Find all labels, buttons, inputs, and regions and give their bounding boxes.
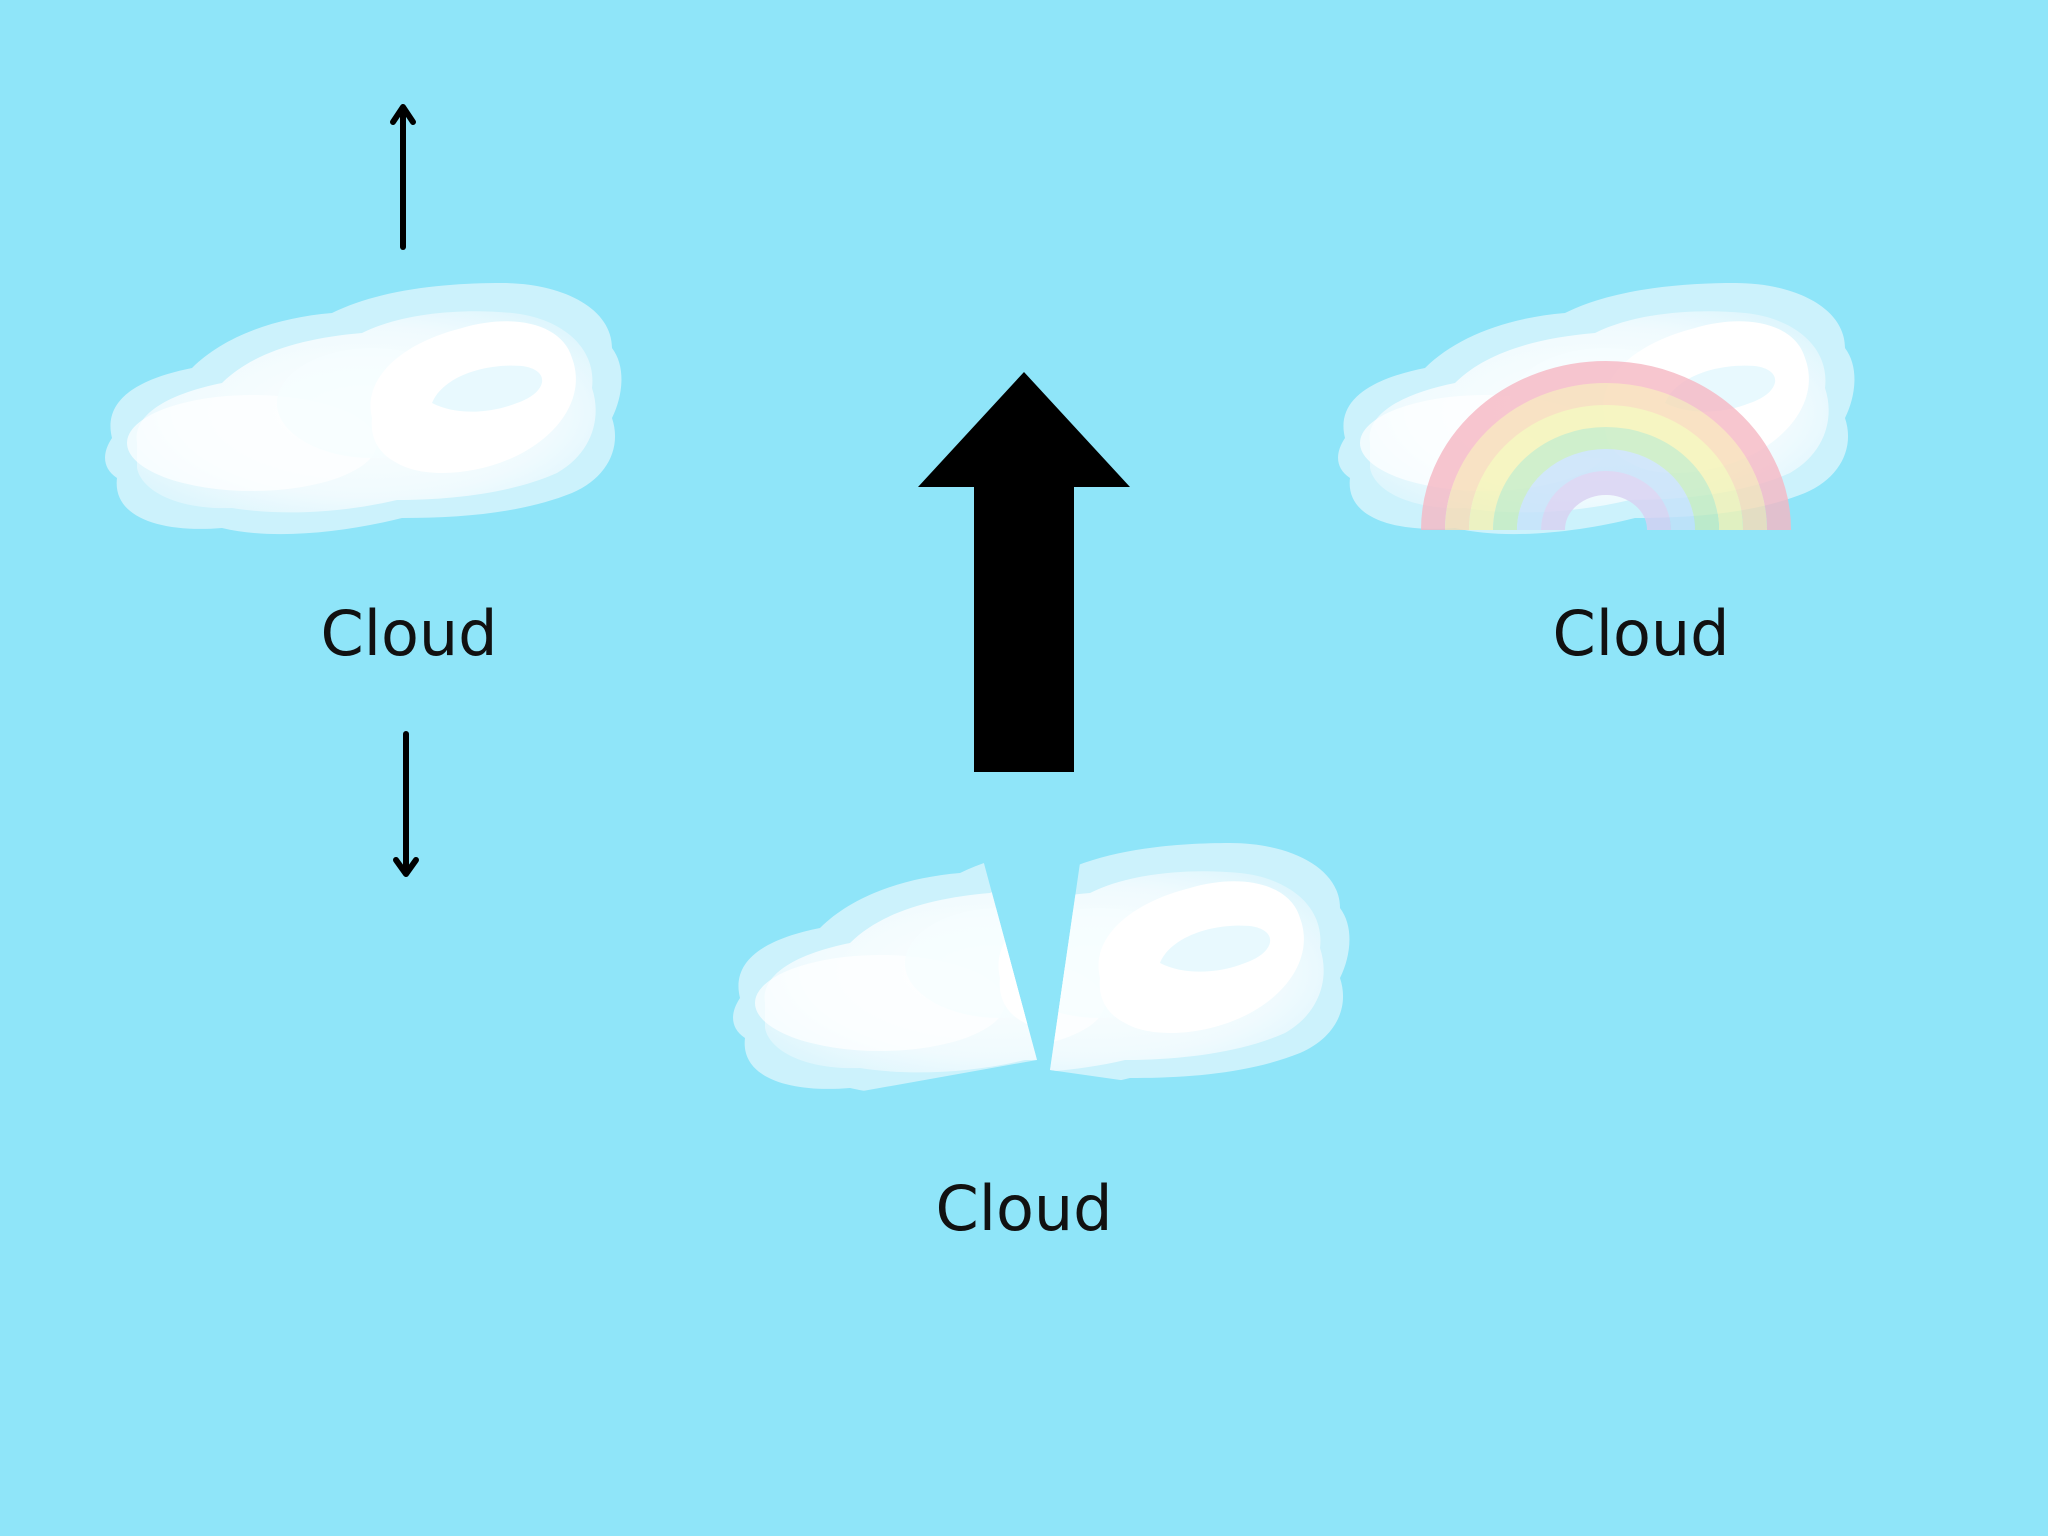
arrow-up-icon — [390, 104, 416, 250]
cloud-label-top-left: Cloud — [320, 597, 498, 670]
cloud-icon — [105, 283, 622, 535]
cloud-label-bottom-center: Cloud — [935, 1172, 1113, 1245]
arrow-down-icon — [393, 731, 419, 877]
rainbow-icon — [1421, 361, 1791, 531]
cloud-label-top-right: Cloud — [1552, 597, 1730, 670]
arrow-up-icon — [918, 372, 1130, 772]
cloud-icon — [733, 843, 1350, 1095]
